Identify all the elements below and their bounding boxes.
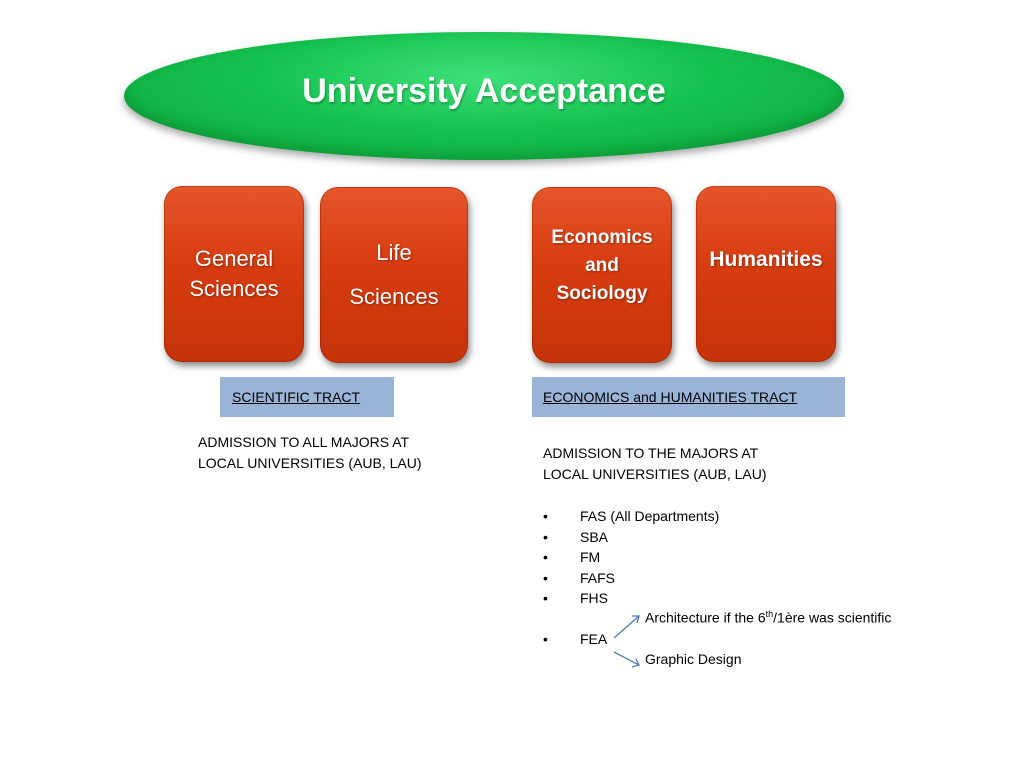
box-economics-line1: Economics (551, 227, 653, 248)
economics-tract-text: ECONOMICS and HUMANITIES TRACT (543, 389, 798, 405)
list-item: •FM (543, 549, 601, 565)
fea-graphic-design-option: Graphic Design (645, 651, 742, 667)
majors-list: •FAS (All Departments) •SBA •FM •FAFS •F… (543, 506, 719, 650)
list-item: •FHS (543, 590, 608, 606)
economics-admission: ADMISSION TO THE MAJORS AT LOCAL UNIVERS… (543, 443, 767, 485)
slide-title: University Acceptance (302, 71, 666, 110)
fea-branch-arrows (613, 615, 640, 668)
box-life-sciences: Life Sciences (320, 187, 468, 363)
arrow-down-icon (613, 651, 640, 668)
list-item-fea: •FEA (543, 631, 608, 647)
box-life-sciences-line2: Sciences (349, 284, 439, 309)
scientific-tract-text: SCIENTIFIC TRACT (232, 389, 361, 405)
fea-architecture-option: Architecture if the 6th/1ère was scienti… (645, 609, 892, 626)
scientific-tract-label: SCIENTIFIC TRACT (220, 377, 394, 417)
list-item: •FAS (All Departments) (543, 508, 720, 524)
box-economics-line3: Sociology (556, 283, 648, 304)
economics-admission-line2: LOCAL UNIVERSITIES (AUB, LAU) (543, 466, 767, 482)
box-life-sciences-line1: Life (376, 240, 412, 265)
box-humanities-label: Humanities (709, 248, 823, 271)
box-economics-sociology: Economics and Sociology (532, 187, 672, 363)
box-general-sciences-line1: General (194, 246, 274, 271)
list-item: •FAFS (543, 569, 616, 586)
economics-admission-line1: ADMISSION TO THE MAJORS AT (543, 445, 759, 461)
box-economics-line2: and (585, 255, 619, 276)
box-general-sciences: General Sciences (164, 186, 304, 362)
scientific-admission-line1: ADMISSION TO ALL MAJORS AT (198, 434, 410, 450)
scientific-admission-line2: LOCAL UNIVERSITIES (AUB, LAU) (198, 455, 422, 471)
scientific-admission: ADMISSION TO ALL MAJORS AT LOCAL UNIVERS… (198, 432, 422, 474)
list-item: •SBA (543, 528, 609, 545)
box-humanities: Humanities (696, 186, 836, 362)
economics-tract-label: ECONOMICS and HUMANITIES TRACT (532, 377, 845, 417)
arrow-up-icon (613, 615, 640, 639)
box-general-sciences-line2: Sciences (189, 276, 279, 301)
title-oval: University Acceptance (124, 32, 844, 160)
